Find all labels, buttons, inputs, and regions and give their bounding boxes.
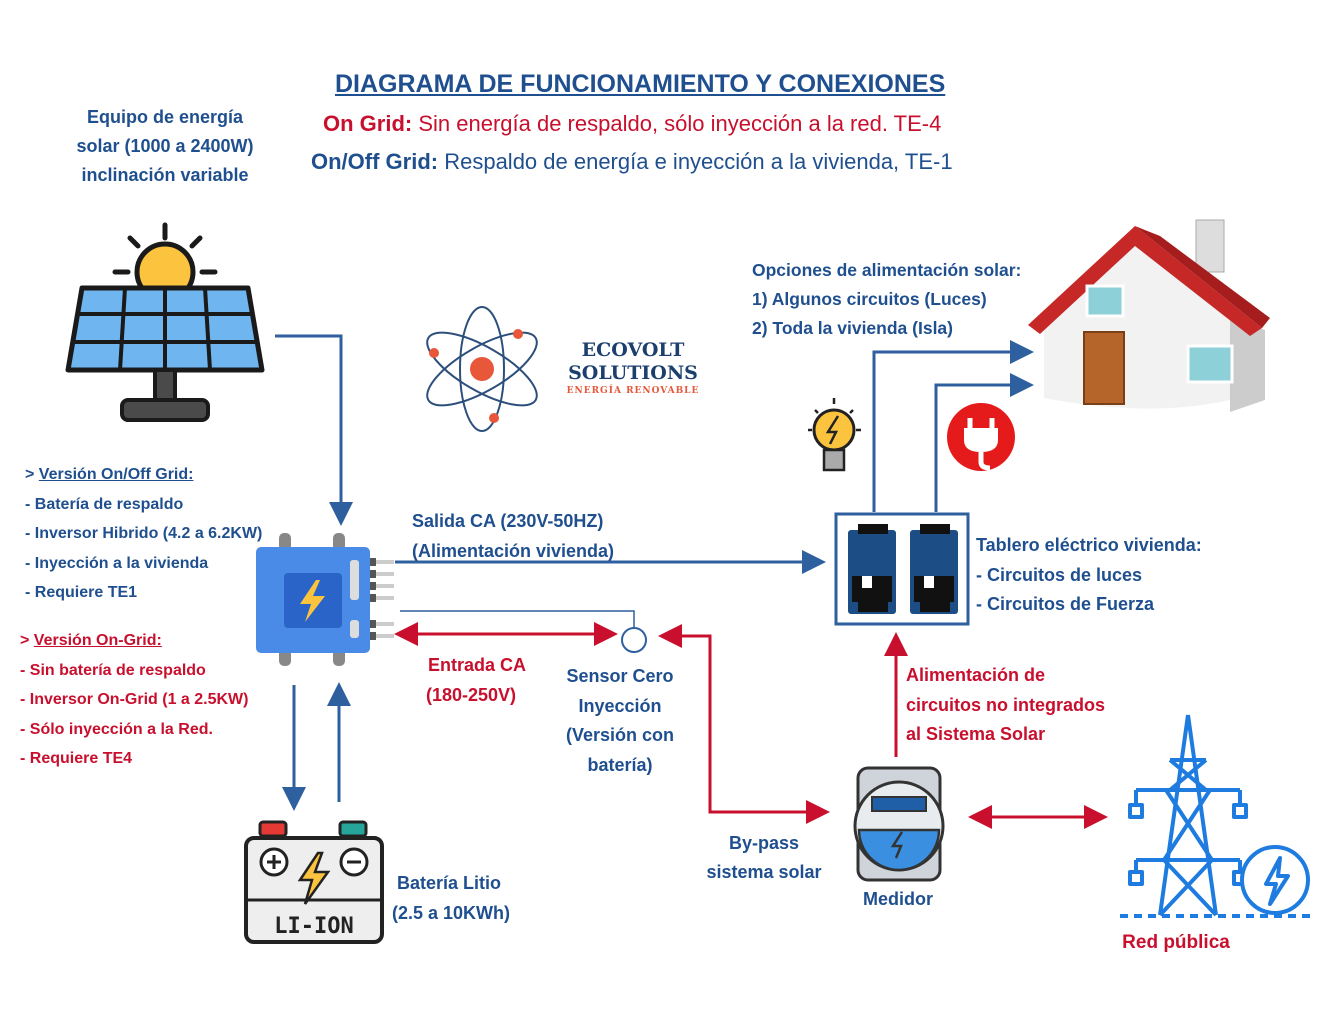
- on-grid-text: Sin energía de respaldo, sólo inyección …: [412, 111, 942, 136]
- on-version-list: > Versión On-Grid: - Sin batería de resp…: [20, 626, 248, 774]
- logo-text: ECOVOLT SOLUTIONS ENERGÍA RENOVABLE: [560, 339, 706, 397]
- label-line: (180-250V): [426, 685, 517, 705]
- list-item: - Requiere TE1: [25, 584, 138, 601]
- list-item: - Inyección a la vivienda: [25, 554, 209, 572]
- battery-icon: LI-ION: [244, 820, 384, 944]
- onoff-grid-label: On/Off Grid:: [311, 149, 439, 174]
- label-line: sistema solar: [706, 862, 822, 882]
- meter-label: Medidor: [863, 889, 933, 909]
- list-item: - Inversor On-Grid (1 a 2.5KW): [20, 691, 249, 708]
- on-grid-label: On Grid:: [323, 111, 413, 136]
- electrical-panel-label: Tablero eléctrico vivienda: - Circuitos …: [976, 531, 1202, 620]
- house-icon: [1028, 219, 1270, 412]
- power-grid-tower-icon: [1120, 714, 1310, 918]
- logo-tagline: ENERGÍA RENOVABLE: [566, 386, 700, 396]
- list-item: - Sólo inyección a la Red.: [20, 720, 213, 738]
- public-grid-label: Red pública: [1122, 932, 1230, 953]
- battery-arrows: [282, 682, 351, 811]
- label-line: batería): [587, 754, 653, 775]
- onoff-grid-subtitle: On/Off Grid: Respaldo de energía e inyec…: [311, 149, 953, 175]
- solar-panel-icon: [65, 222, 265, 422]
- inverter-icon: [256, 533, 394, 666]
- list-item: - Batería de respaldo: [25, 495, 184, 513]
- onoff-version-list: > Versión On/Off Grid: - Batería de resp…: [25, 460, 262, 608]
- electrical-panel-icon: [834, 512, 970, 626]
- ac-input-label: Entrada CA (180-250V): [412, 650, 542, 710]
- ecovolt-logo-icon: [426, 306, 538, 432]
- non-integrated-circuits-label: Alimentación de circuitos no integrados …: [906, 661, 1105, 750]
- solar-label-line: inclinación variable: [81, 165, 249, 185]
- solar-label-line: solar (1000 a 2400W): [76, 136, 254, 156]
- list-item: - Sin batería de respaldo: [20, 661, 206, 679]
- power-plug-icon: [947, 403, 1015, 471]
- list-prefix: >: [25, 466, 39, 483]
- sensor-wire: [400, 610, 647, 653]
- logo-name-line: ECOVOLT: [581, 339, 685, 361]
- label-line: Entrada CA: [427, 655, 526, 675]
- label-line: Inyección: [578, 695, 662, 716]
- label-line: 1) Algunos circuitos (Luces): [752, 289, 987, 309]
- diagram-title: DIAGRAMA DE FUNCIONAMIENTO Y CONEXIONES: [335, 70, 946, 98]
- label-line: - Circuitos de luces: [976, 564, 1143, 585]
- list-item: - Requiere TE4: [20, 750, 133, 767]
- label-line: circuitos no integrados: [906, 694, 1106, 715]
- label-line: (Versión con: [565, 725, 675, 745]
- label-line: al Sistema Solar: [906, 724, 1046, 744]
- on-version-heading: Versión On-Grid:: [33, 632, 162, 649]
- bypass-label: By-pass sistema solar: [694, 829, 834, 887]
- light-bulb-icon: [808, 398, 861, 472]
- label-line: By-pass: [728, 833, 800, 853]
- panel-to-house-arrows: [872, 340, 1034, 512]
- label-line: Alimentación de: [906, 665, 1046, 685]
- electric-meter-icon: [853, 766, 945, 882]
- panel-to-inverter-arrow: [275, 334, 353, 526]
- solar-label-line: Equipo de energía: [86, 107, 244, 127]
- label-line: (2.5 a 10KWh): [392, 903, 511, 923]
- bypass-arrow: [658, 624, 830, 824]
- list-prefix: >: [20, 632, 34, 649]
- onoff-grid-text: Respaldo de energía e inyección a la viv…: [438, 149, 953, 174]
- label-line: - Circuitos de Fuerza: [976, 594, 1155, 614]
- label-line: (Alimentación vivienda): [412, 541, 615, 561]
- lithium-battery-label: Batería Litio (2.5 a 10KWh): [392, 868, 510, 928]
- zero-injection-sensor-label: Sensor Cero Inyección (Versión con bater…: [550, 662, 690, 780]
- label-line: Salida CA (230V-50HZ): [412, 511, 604, 531]
- on-grid-subtitle: On Grid: Sin energía de respaldo, sólo i…: [323, 111, 941, 137]
- label-line: Batería Litio: [397, 873, 502, 893]
- logo-name-line: SOLUTIONS: [568, 362, 698, 384]
- label-line: Sensor Cero: [566, 666, 674, 686]
- label-line: Tablero eléctrico vivienda:: [976, 535, 1202, 555]
- ac-output-label: Salida CA (230V-50HZ) (Alimentación vivi…: [412, 506, 614, 566]
- label-line: Opciones de alimentación solar:: [752, 260, 1022, 280]
- onoff-version-heading: Versión On/Off Grid:: [38, 466, 194, 483]
- solar-options-label: Opciones de alimentación solar: 1) Algun…: [752, 256, 1021, 343]
- label-line: 2) Toda la vivienda (Isla): [752, 318, 953, 338]
- svg-text:LI-ION: LI-ION: [274, 914, 353, 939]
- solar-equipment-label: Equipo de energía solar (1000 a 2400W) i…: [50, 103, 280, 190]
- list-item: - Inversor Hibrido (4.2 a 6.2KW): [25, 525, 263, 542]
